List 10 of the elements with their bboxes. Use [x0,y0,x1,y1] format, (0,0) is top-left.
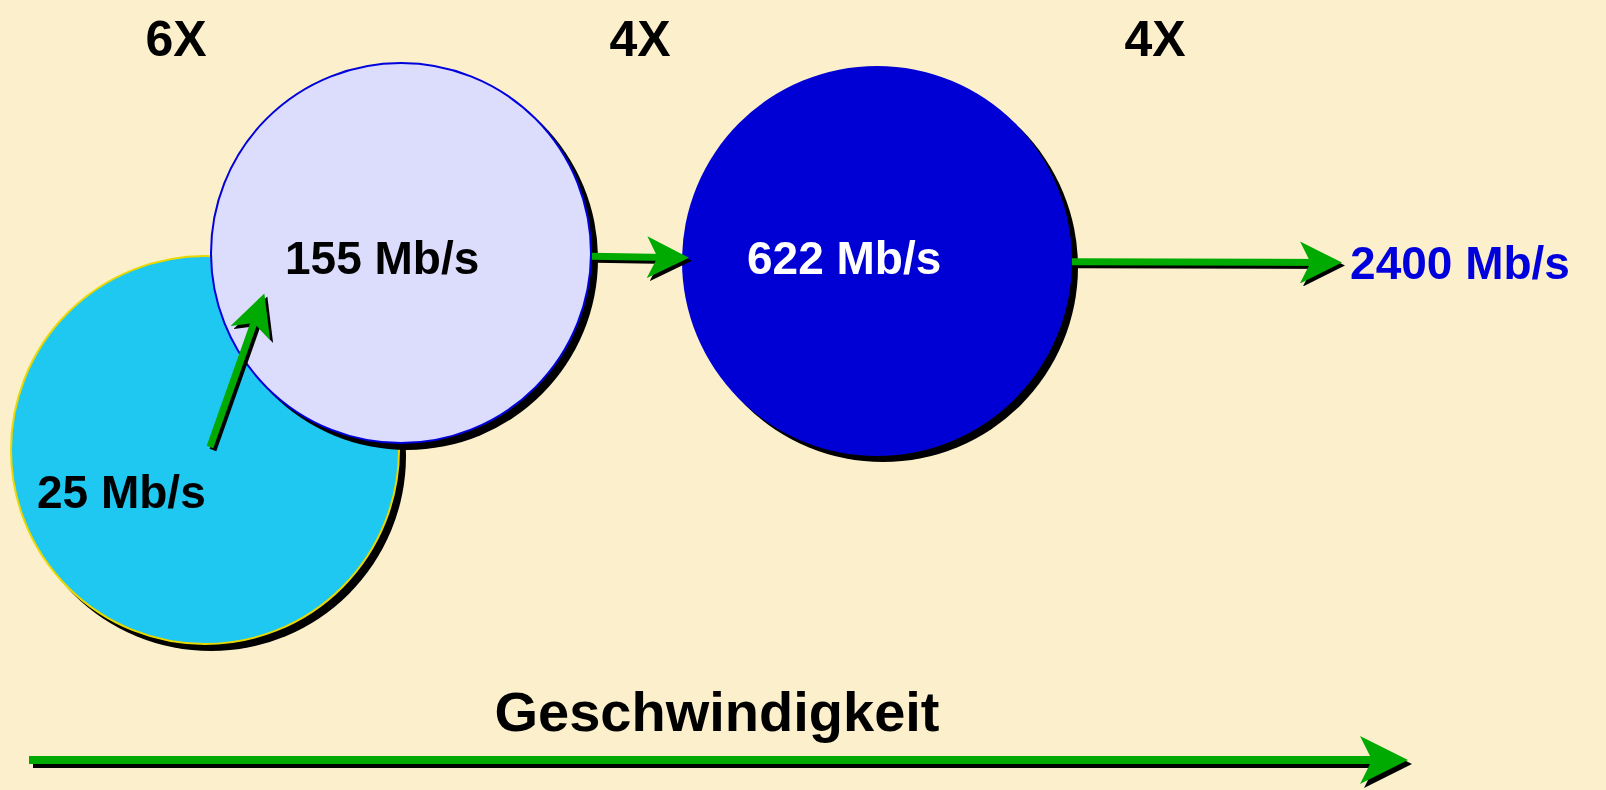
speed-label: 155 Mb/s [285,235,480,281]
speed-label: 622 Mb/s [747,235,942,281]
arrow [1072,241,1342,284]
factor-label: 4X [1124,14,1186,64]
arrow [591,236,690,279]
speed-label: 25 Mb/s [37,469,206,515]
factor-label: 4X [609,14,671,64]
speed-label: 2400 Mb/s [1335,235,1585,291]
factor-label: 6X [145,14,207,64]
arrow [206,293,271,449]
